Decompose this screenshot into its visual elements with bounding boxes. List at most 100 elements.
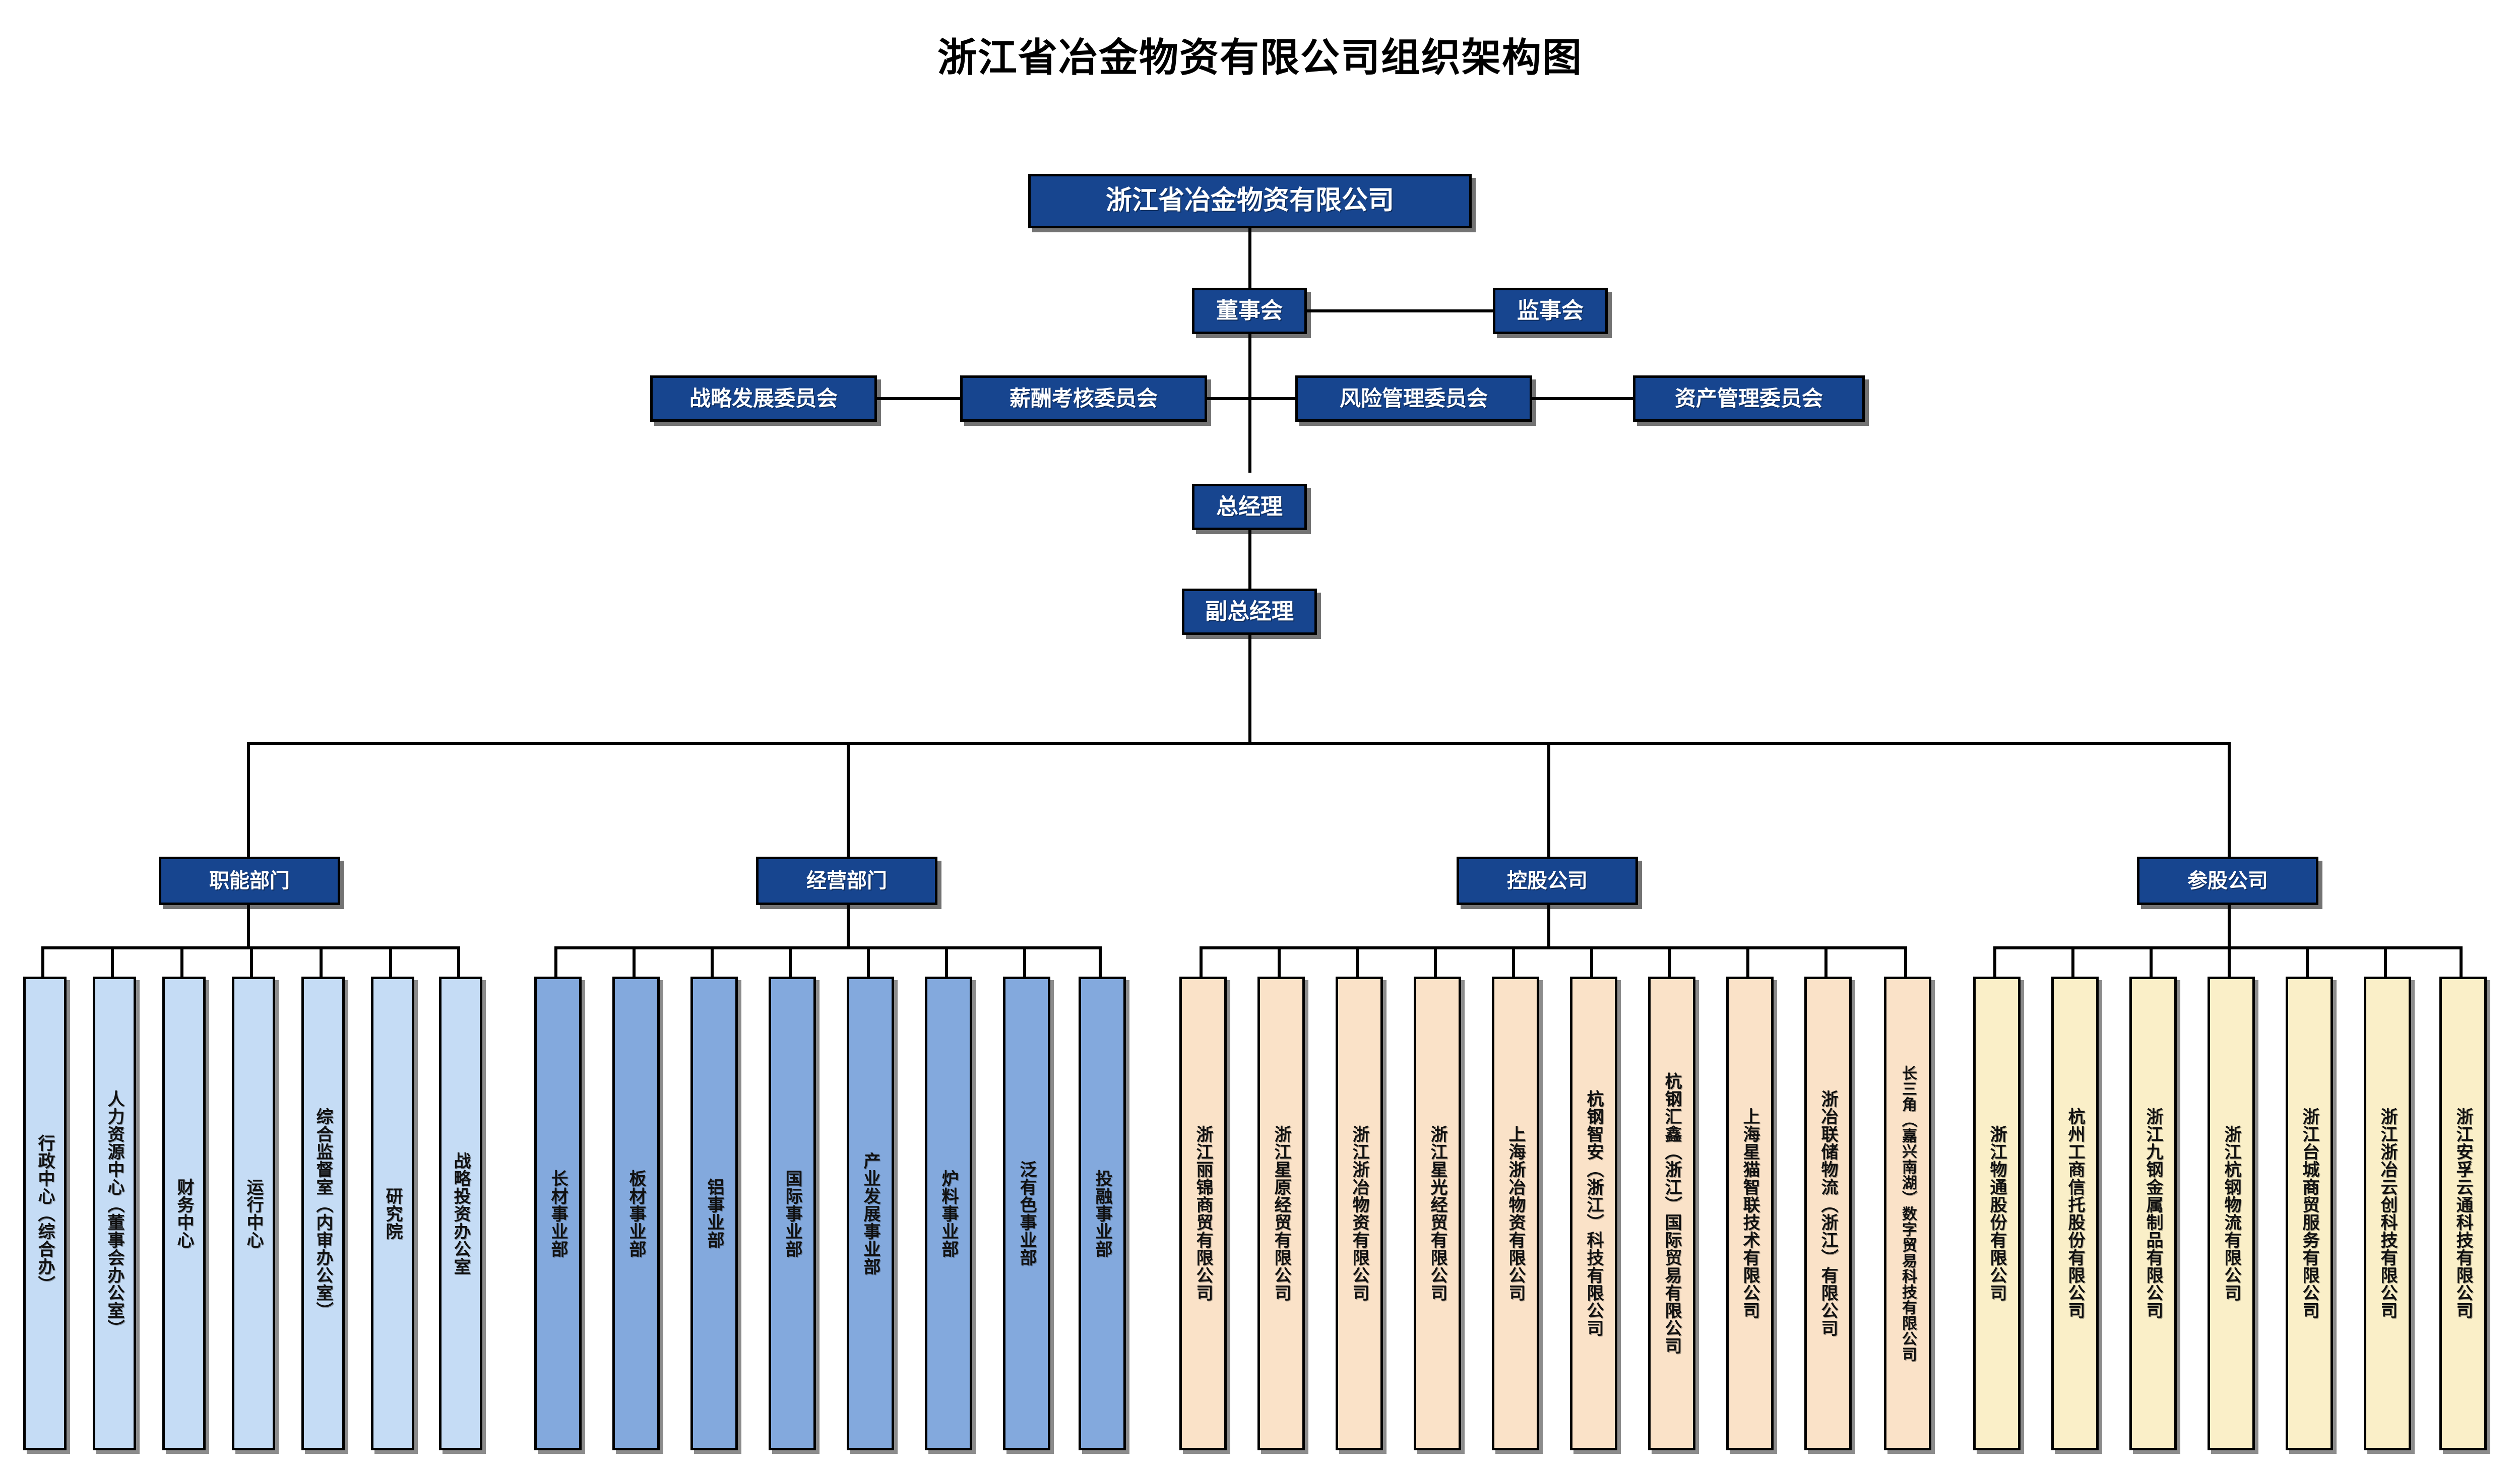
node-participating-company[interactable]: 浙江安孚云通科技有限公司 <box>2439 977 2487 1450</box>
connector-bus-to-participating <box>2228 742 2231 857</box>
connector-main-bus <box>247 742 2228 745</box>
node-deputy-general-manager[interactable]: 副总经理 <box>1182 589 1317 635</box>
connector-biz-1 <box>633 946 636 978</box>
connector-biz-5 <box>945 946 948 978</box>
connector-hold-1 <box>1278 946 1281 978</box>
node-general-manager[interactable]: 总经理 <box>1192 484 1307 530</box>
node-holding-company[interactable]: 长三角（嘉兴南湖）数字贸易科技有限公司 <box>1884 977 1931 1450</box>
node-committee-asset[interactable]: 资产管理委员会 <box>1633 375 1865 422</box>
connector-hold-6 <box>1668 946 1671 978</box>
node-business-division[interactable]: 国际事业部 <box>769 977 816 1450</box>
node-label: 浙江安孚云通科技有限公司 <box>2453 1108 2473 1319</box>
node-committee-risk[interactable]: 风险管理委员会 <box>1295 375 1532 422</box>
node-functional-department[interactable]: 综合监督室（内审办公室） <box>301 977 345 1450</box>
node-label: 战略投资办公室 <box>451 1151 471 1275</box>
node-participating-company[interactable]: 浙江杭钢物流有限公司 <box>2208 977 2255 1450</box>
node-label: 浙江杭钢物流有限公司 <box>2222 1125 2241 1302</box>
node-holding-company[interactable]: 浙江丽锦商贸有限公司 <box>1179 977 1227 1450</box>
node-label: 风险管理委员会 <box>1339 386 1488 410</box>
node-label: 浙江台城商贸服务有限公司 <box>2300 1108 2319 1319</box>
node-label: 研究院 <box>383 1187 403 1240</box>
node-functional-department[interactable]: 行政中心（综合办） <box>23 977 67 1450</box>
connector-participating-drop <box>2228 905 2231 947</box>
node-functional-department[interactable]: 战略投资办公室 <box>439 977 482 1450</box>
node-business-division[interactable]: 长材事业部 <box>534 977 582 1450</box>
node-label: 董事会 <box>1216 298 1283 323</box>
node-participating-company[interactable]: 浙江台城商贸服务有限公司 <box>2286 977 2333 1450</box>
node-label: 长材事业部 <box>548 1169 568 1258</box>
connector-biz-7 <box>1099 946 1102 978</box>
connector-hold-4 <box>1512 946 1515 978</box>
node-label: 浙江浙冶云创科技有限公司 <box>2378 1108 2398 1319</box>
sub-bus-business <box>554 946 1099 949</box>
node-functional-department[interactable]: 研究院 <box>371 977 414 1450</box>
node-label: 泛有色事业部 <box>1017 1161 1037 1266</box>
node-label: 职能部门 <box>209 870 290 892</box>
connector-hold-2 <box>1356 946 1359 978</box>
node-label: 长三角（嘉兴南湖）数字贸易科技有限公司 <box>1899 1065 1916 1362</box>
node-participating-company[interactable]: 杭州工商信托股份有限公司 <box>2051 977 2099 1450</box>
connector-hold-3 <box>1434 946 1437 978</box>
node-business-division[interactable]: 板材事业部 <box>612 977 660 1450</box>
sub-bus-holding <box>1200 946 1905 949</box>
node-holding-company[interactable]: 浙江浙冶物资有限公司 <box>1336 977 1383 1450</box>
node-category-holding-companies[interactable]: 控股公司 <box>1457 857 1638 905</box>
node-functional-department[interactable]: 人力资源中心（董事会办公室） <box>93 977 136 1450</box>
node-category-participating-companies[interactable]: 参股公司 <box>2137 857 2318 905</box>
node-functional-department[interactable]: 财务中心 <box>162 977 206 1450</box>
node-committee-compensation[interactable]: 薪酬考核委员会 <box>960 375 1207 422</box>
sub-bus-participating <box>1993 946 2460 949</box>
node-holding-company[interactable]: 浙江星原经贸有限公司 <box>1257 977 1305 1450</box>
node-label: 战略发展委员会 <box>689 386 838 410</box>
node-holding-company[interactable]: 杭钢智安（浙江）科技有限公司 <box>1570 977 1617 1450</box>
node-participating-company[interactable]: 浙江九钢金属制品有限公司 <box>2129 977 2177 1450</box>
page-title: 浙江省冶金物资有限公司组织架构图 <box>937 35 1583 80</box>
node-board-of-directors[interactable]: 董事会 <box>1192 288 1307 334</box>
node-supervisory-board[interactable]: 监事会 <box>1493 288 1608 334</box>
connector-func-6 <box>457 946 460 978</box>
node-business-division[interactable]: 铝事业部 <box>690 977 738 1450</box>
node-label: 杭钢智安（浙江）科技有限公司 <box>1584 1090 1604 1337</box>
node-holding-company[interactable]: 杭钢汇鑫（浙江）国际贸易有限公司 <box>1648 977 1695 1450</box>
connector-root-to-board <box>1248 228 1251 288</box>
connector-func-4 <box>320 946 323 978</box>
node-root-company[interactable]: 浙江省冶金物资有限公司 <box>1028 174 1472 228</box>
node-label: 控股公司 <box>1507 870 1588 892</box>
node-holding-company[interactable]: 浙冶联储物流（浙江）有限公司 <box>1804 977 1852 1450</box>
node-committee-strategy[interactable]: 战略发展委员会 <box>650 375 877 422</box>
connector-func-1 <box>111 946 114 978</box>
node-category-functional-departments[interactable]: 职能部门 <box>159 857 340 905</box>
node-label: 产业发展事业部 <box>861 1151 880 1275</box>
connector-gm-to-deputy <box>1248 530 1251 592</box>
connector-bus-to-holding <box>1547 742 1550 857</box>
connector-biz-0 <box>554 946 557 978</box>
node-participating-company[interactable]: 浙江浙冶云创科技有限公司 <box>2364 977 2411 1450</box>
node-holding-company[interactable]: 上海星猫智联技术有限公司 <box>1726 977 1774 1450</box>
connector-func-3 <box>250 946 253 978</box>
node-label: 炉料事业部 <box>939 1169 959 1258</box>
node-label: 上海浙冶物资有限公司 <box>1506 1125 1526 1302</box>
connector-committee-strategy-compensation <box>877 397 960 400</box>
node-functional-department[interactable]: 运行中心 <box>232 977 275 1450</box>
node-business-division[interactable]: 产业发展事业部 <box>847 977 894 1450</box>
connector-part-5 <box>2384 946 2387 978</box>
connector-deputy-to-bus <box>1248 635 1251 745</box>
node-label: 监事会 <box>1517 298 1584 323</box>
node-category-business-departments[interactable]: 经营部门 <box>756 857 937 905</box>
connector-part-3 <box>2228 946 2231 978</box>
node-label: 杭州工商信托股份有限公司 <box>2065 1108 2085 1319</box>
node-business-division[interactable]: 投融事业部 <box>1079 977 1126 1450</box>
node-label: 板材事业部 <box>626 1169 646 1258</box>
connector-holding-drop <box>1547 905 1550 947</box>
connector-business-drop <box>847 905 850 947</box>
node-holding-company[interactable]: 上海浙冶物资有限公司 <box>1492 977 1539 1450</box>
node-business-division[interactable]: 泛有色事业部 <box>1003 977 1050 1450</box>
connector-part-4 <box>2306 946 2309 978</box>
node-participating-company[interactable]: 浙江物通股份有限公司 <box>1973 977 2021 1450</box>
connector-biz-2 <box>711 946 714 978</box>
node-holding-company[interactable]: 浙江星光经贸有限公司 <box>1414 977 1461 1450</box>
node-label: 副总经理 <box>1205 599 1294 624</box>
node-label: 浙江浙冶物资有限公司 <box>1350 1125 1369 1302</box>
node-business-division[interactable]: 炉料事业部 <box>925 977 972 1450</box>
connector-biz-4 <box>867 946 870 978</box>
